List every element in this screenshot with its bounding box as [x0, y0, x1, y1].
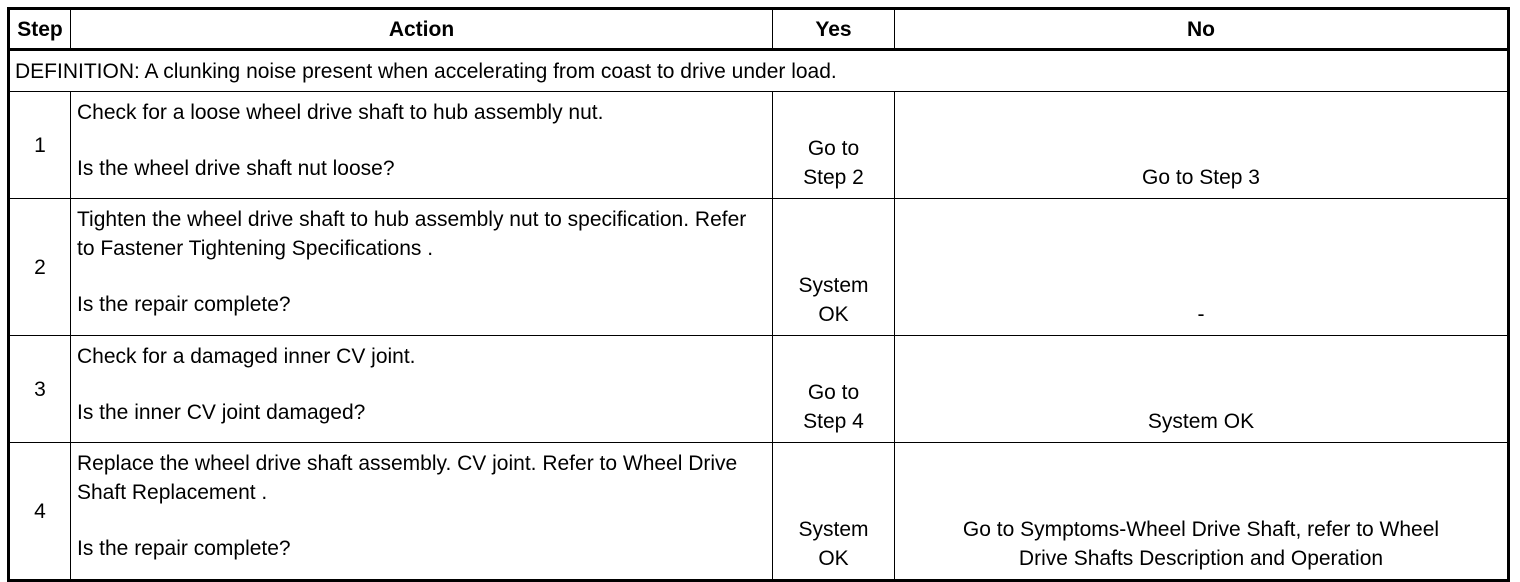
header-yes: Yes: [772, 8, 895, 51]
table-row: 2 Tighten the wheel drive shaft to hub a…: [8, 198, 1509, 336]
definition-text: DEFINITION: A clunking noise present whe…: [8, 49, 1509, 92]
no-line-2: Drive Shafts Description and Operation: [1018, 547, 1384, 570]
no-line-2: System OK: [1147, 410, 1255, 433]
table-header-row: Step Action Yes No: [8, 8, 1509, 51]
yes-line-2: OK: [818, 547, 849, 570]
yes-line-1: System: [798, 274, 869, 297]
step-instruction: Tighten the wheel drive shaft to hub ass…: [77, 208, 747, 260]
table-row: 4 Replace the wheel drive shaft assembly…: [8, 442, 1509, 581]
step-instruction: Check for a loose wheel drive shaft to h…: [77, 101, 604, 124]
yes-line-1: Go to: [807, 381, 860, 404]
yes-line-1: System: [798, 518, 869, 541]
definition-row: DEFINITION: A clunking noise present whe…: [8, 49, 1509, 92]
diagnostic-table-container: Step Action Yes No DEFINITION: A clunkin…: [7, 7, 1510, 582]
step-question: Is the repair complete?: [77, 537, 291, 560]
step-yes-result: Go to Step 4: [772, 335, 895, 443]
no-line-1: Go to Symptoms-Wheel Drive Shaft, refer …: [962, 518, 1440, 541]
step-action: Check for a damaged inner CV joint. Is t…: [70, 335, 773, 443]
step-number: 2: [8, 198, 71, 336]
step-yes-result: System OK: [772, 442, 895, 581]
header-action: Action: [70, 8, 773, 51]
step-action: Check for a loose wheel drive shaft to h…: [70, 91, 773, 199]
no-line-2: -: [1197, 303, 1205, 326]
yes-line-1: Go to: [807, 137, 860, 160]
step-instruction: Replace the wheel drive shaft assembly. …: [77, 452, 738, 504]
step-number: 4: [8, 442, 71, 581]
step-no-result: System OK: [894, 335, 1509, 443]
diagnostic-table: Step Action Yes No DEFINITION: A clunkin…: [7, 7, 1510, 582]
table-row: 1 Check for a loose wheel drive shaft to…: [8, 91, 1509, 199]
step-question: Is the inner CV joint damaged?: [77, 401, 366, 424]
step-instruction: Check for a damaged inner CV joint.: [77, 345, 416, 368]
step-question: Is the repair complete?: [77, 293, 291, 316]
step-yes-result: System OK: [772, 198, 895, 336]
step-no-result: Go to Symptoms-Wheel Drive Shaft, refer …: [894, 442, 1509, 581]
step-no-result: -: [894, 198, 1509, 336]
step-action: Replace the wheel drive shaft assembly. …: [70, 442, 773, 581]
yes-line-2: Step 4: [803, 410, 864, 433]
step-no-result: Go to Step 3: [894, 91, 1509, 199]
header-step: Step: [8, 8, 71, 51]
step-action: Tighten the wheel drive shaft to hub ass…: [70, 198, 773, 336]
step-yes-result: Go to Step 2: [772, 91, 895, 199]
no-line-2: Go to Step 3: [1142, 166, 1260, 189]
yes-line-2: Step 2: [803, 166, 864, 189]
step-number: 3: [8, 335, 71, 443]
table-row: 3 Check for a damaged inner CV joint. Is…: [8, 335, 1509, 443]
yes-line-2: OK: [818, 303, 849, 326]
header-no: No: [894, 8, 1509, 51]
step-question: Is the wheel drive shaft nut loose?: [77, 157, 395, 180]
step-number: 1: [8, 91, 71, 199]
